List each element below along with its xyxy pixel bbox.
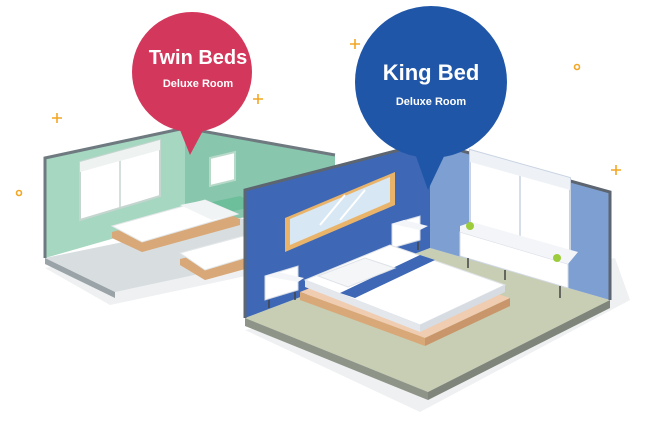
twin-beds-title: Twin Beds	[148, 47, 248, 69]
king-bed-room	[243, 140, 630, 412]
king-bed-subtitle: Deluxe Room	[395, 96, 467, 108]
king-bed-title: King Bed	[382, 60, 480, 85]
sparkle-decorations	[15, 39, 621, 197]
king-bed	[300, 244, 510, 346]
king-room-dresser	[459, 222, 578, 298]
king-bed-bubble	[355, 6, 507, 190]
twin-beds-bubble	[132, 12, 252, 155]
twin-bed-1	[110, 199, 240, 252]
king-room-nightstand-left	[264, 265, 304, 308]
twin-beds-subtitle: Deluxe Room	[162, 78, 234, 90]
twin-room-wall-frame	[209, 150, 236, 188]
twin-room-window	[79, 138, 161, 222]
king-room-wall-mirror	[285, 172, 395, 252]
